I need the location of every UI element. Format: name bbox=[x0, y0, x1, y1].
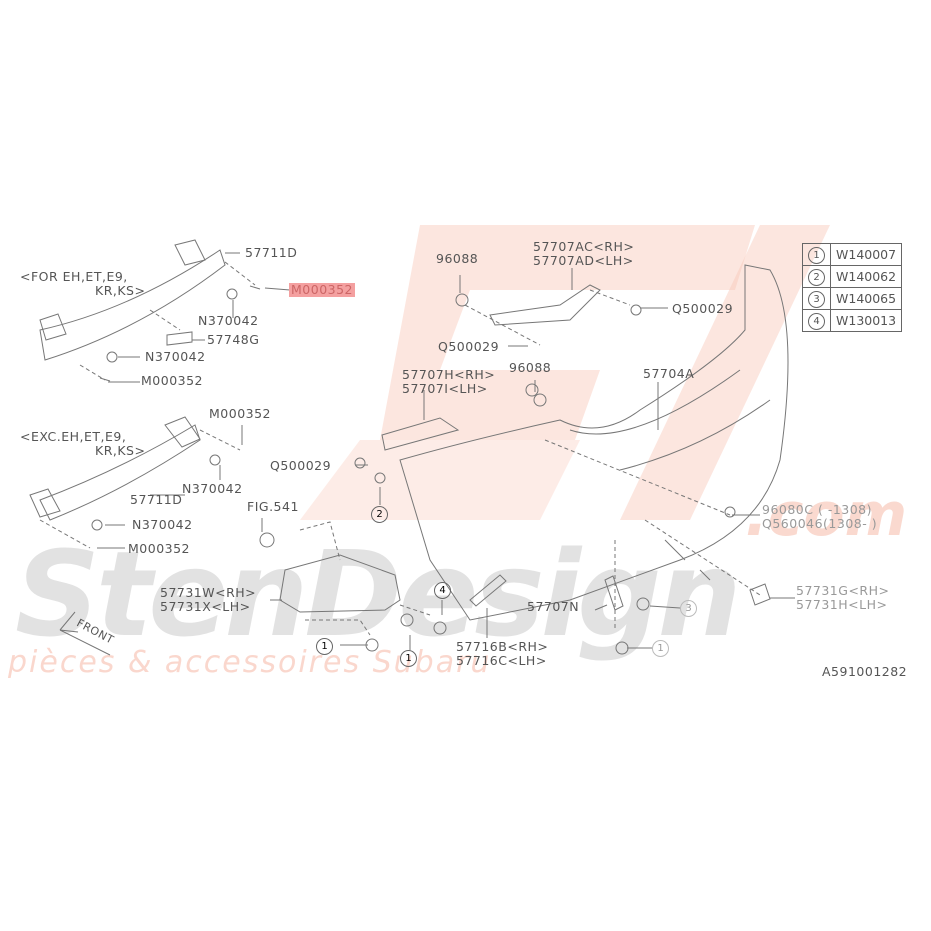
part-label-96080c[interactable]: 96080C ( -1308) bbox=[762, 502, 873, 517]
legend-number: 2 bbox=[808, 268, 825, 286]
part-label-57711d[interactable]: 57711D bbox=[130, 492, 183, 507]
part-label-q500029[interactable]: Q500029 bbox=[672, 301, 734, 316]
part-label-96088[interactable]: 96088 bbox=[436, 251, 479, 266]
bracket-57731w bbox=[279, 554, 401, 613]
bracket-57707h bbox=[381, 417, 460, 451]
part-label-57716c[interactable]: 57716C<LH> bbox=[456, 653, 547, 668]
part-label-57707ac[interactable]: 57707AC<RH> bbox=[533, 239, 635, 254]
part-label-57711d[interactable]: 57711D bbox=[245, 245, 298, 260]
part-label-n370042[interactable]: N370042 bbox=[145, 349, 206, 364]
variant-note-exc: <EXC.EH,ET,E9, bbox=[20, 429, 127, 444]
part-label-m000352-highlighted[interactable]: M000352 bbox=[289, 282, 356, 297]
legend-number: 1 bbox=[808, 246, 825, 264]
part-label-57707h[interactable]: 57707H<RH> bbox=[402, 367, 496, 382]
legend-part[interactable]: W140065 bbox=[829, 287, 903, 310]
legend-number: 3 bbox=[808, 290, 825, 308]
legend-part[interactable]: W140062 bbox=[829, 265, 903, 288]
part-label-m000352[interactable]: M000352 bbox=[128, 541, 191, 556]
callout-2[interactable]: 2 bbox=[371, 506, 388, 523]
callout-1[interactable]: 1 bbox=[652, 640, 669, 657]
diagram-id: A591001282 bbox=[822, 664, 908, 679]
part-label-57731x[interactable]: 57731X<LH> bbox=[160, 599, 251, 614]
part-label-96088[interactable]: 96088 bbox=[509, 360, 552, 375]
watermark-brand: StenDesign bbox=[15, 525, 742, 663]
legend-number: 4 bbox=[808, 312, 825, 330]
part-label-n370042[interactable]: N370042 bbox=[182, 481, 243, 496]
callout-1[interactable]: 1 bbox=[400, 650, 417, 667]
variant-note-for: <FOR EH,ET,E9, bbox=[20, 269, 128, 284]
part-label-q500029[interactable]: Q500029 bbox=[270, 458, 332, 473]
part-label-m000352[interactable]: M000352 bbox=[209, 406, 272, 421]
part-label-q500029[interactable]: Q500029 bbox=[438, 339, 500, 354]
variant-note-exc-2: KR,KS> bbox=[95, 443, 146, 458]
pad-57748g bbox=[166, 331, 193, 346]
cover-57716b bbox=[469, 574, 507, 607]
part-label-57731w[interactable]: 57731W<RH> bbox=[160, 585, 257, 600]
cover-57731g bbox=[749, 583, 771, 606]
part-label-n370042[interactable]: N370042 bbox=[198, 313, 259, 328]
front-arrow bbox=[59, 611, 111, 656]
part-label-57731h[interactable]: 57731H<LH> bbox=[796, 597, 888, 612]
part-label-57707ad[interactable]: 57707AD<LH> bbox=[533, 253, 634, 268]
part-label-57704a[interactable]: 57704A bbox=[643, 366, 695, 381]
variant-note-for-2: KR,KS> bbox=[95, 283, 146, 298]
part-label-57707i[interactable]: 57707I<LH> bbox=[402, 381, 488, 396]
watermark-domain: .com bbox=[745, 480, 908, 550]
part-label-57731g[interactable]: 57731G<RH> bbox=[796, 583, 890, 598]
nut bbox=[226, 288, 238, 300]
callout-3[interactable]: 3 bbox=[680, 600, 697, 617]
part-label-m000352[interactable]: M000352 bbox=[141, 373, 204, 388]
part-label-n370042[interactable]: N370042 bbox=[132, 517, 193, 532]
legend-part[interactable]: W140007 bbox=[829, 243, 903, 266]
bumper-beam-upper bbox=[39, 249, 226, 361]
part-label-q560046[interactable]: Q560046(1308- ) bbox=[762, 516, 878, 531]
bracket-57707n bbox=[604, 575, 624, 611]
figure-reference-541[interactable]: FIG.541 bbox=[247, 499, 299, 514]
legend-part[interactable]: W130013 bbox=[829, 309, 903, 332]
callout-4[interactable]: 4 bbox=[434, 582, 451, 599]
part-label-57707n[interactable]: 57707N bbox=[527, 599, 580, 614]
callout-1[interactable]: 1 bbox=[316, 638, 333, 655]
part-label-57716b[interactable]: 57716B<RH> bbox=[456, 639, 549, 654]
bumper-beam-lower bbox=[39, 424, 201, 521]
bracket-57707ac bbox=[489, 284, 601, 326]
part-label-57748g[interactable]: 57748G bbox=[207, 332, 260, 347]
bumper-cover-57704a bbox=[399, 264, 789, 621]
